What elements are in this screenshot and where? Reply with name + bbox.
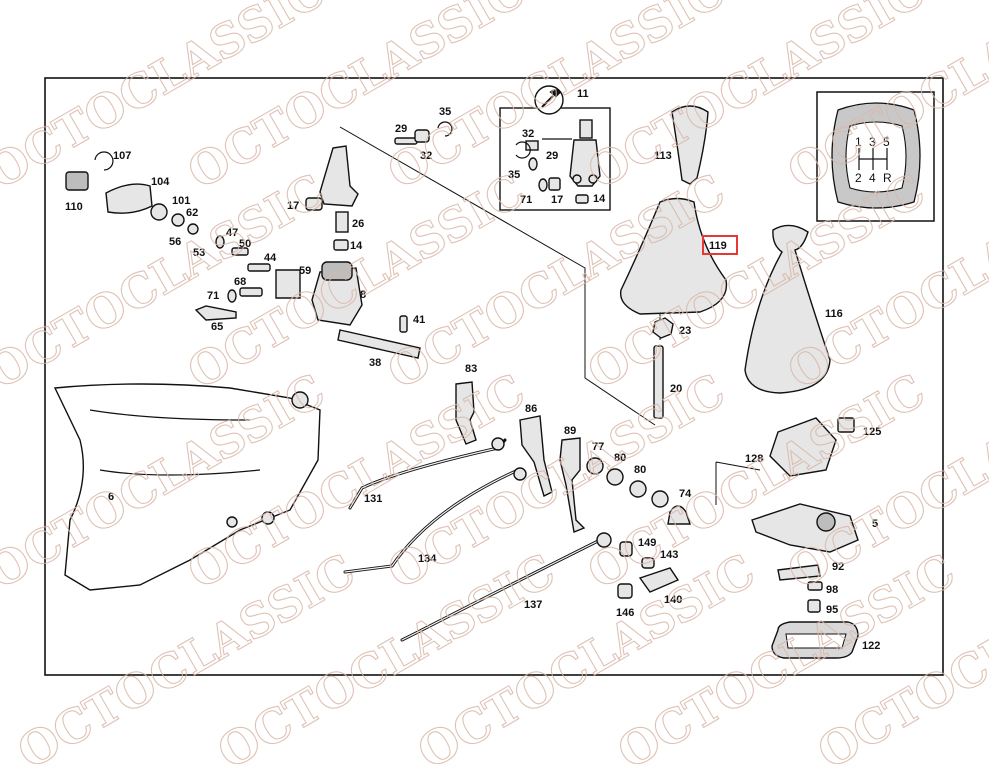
- callout-6: 6: [108, 491, 114, 503]
- callout-65: 65: [211, 321, 223, 333]
- callout-92: 92: [832, 561, 844, 573]
- part-upper-fork: [319, 145, 359, 207]
- callout-71: 71: [207, 290, 219, 302]
- callout-131: 131: [364, 493, 382, 505]
- callout-8: 8: [360, 289, 366, 301]
- callout-101: 101: [172, 195, 190, 207]
- shift-label-5: 5: [883, 135, 890, 149]
- callout-23: 23: [679, 325, 691, 337]
- repair-kit-inset: [499, 85, 611, 211]
- callout-14: 14: [350, 240, 363, 252]
- shift-label-2: 2: [855, 171, 862, 185]
- callout-140: 140: [664, 594, 682, 606]
- callout-113: 113: [654, 150, 672, 162]
- part-86-lever: [519, 415, 553, 498]
- callout-29: 29: [395, 123, 407, 135]
- part-83-lever: [455, 381, 477, 445]
- callout-38: 38: [369, 357, 381, 369]
- callout-89: 89: [564, 425, 576, 437]
- callout-86: 86: [525, 403, 537, 415]
- callout-47: 47: [226, 227, 238, 239]
- part-101-ring: [150, 203, 168, 221]
- callout-44: 44: [264, 252, 277, 264]
- callout-137: 137: [524, 599, 542, 611]
- callout-17: 17: [287, 200, 299, 212]
- part-110-sensor: [65, 171, 89, 191]
- part-20-stud: [653, 345, 664, 419]
- callout-74: 74: [679, 488, 692, 500]
- part-104-bracket: [105, 183, 153, 214]
- callout-116: 116: [825, 308, 843, 320]
- callout-68: 68: [234, 276, 246, 288]
- callout-56: 56: [169, 236, 181, 248]
- part-23-nut: [652, 317, 674, 339]
- shift-label-r: R: [883, 171, 892, 185]
- callout-53: 53: [193, 247, 205, 259]
- part-113-knob: [671, 105, 709, 185]
- shift-pattern-inset: 1 3 5 2 4 R: [816, 91, 935, 222]
- callout-labels: 11 35 29 32 32 29 35 71 17 14 113 119 11…: [65, 88, 881, 652]
- callout-20: 20: [670, 383, 682, 395]
- callout-26: 26: [352, 218, 364, 230]
- shift-label-4: 4: [869, 171, 876, 185]
- guide-line-lever: [715, 461, 761, 505]
- callout-62: 62: [186, 207, 198, 219]
- callout-71-kit: 71: [520, 194, 532, 206]
- callout-35: 35: [439, 106, 451, 118]
- callout-50: 50: [239, 238, 251, 250]
- callout-143: 143: [660, 549, 678, 561]
- callout-77: 77: [592, 441, 604, 453]
- callout-11: 11: [577, 88, 589, 100]
- callout-5: 5: [872, 518, 878, 530]
- callout-128: 128: [745, 453, 763, 465]
- callout-119: 119: [709, 240, 727, 252]
- part-38-shaft: [337, 329, 421, 359]
- callout-29-kit: 29: [546, 150, 558, 162]
- callout-80-upper: 80: [614, 452, 626, 464]
- callout-104: 104: [151, 176, 170, 188]
- shift-label-3: 3: [869, 135, 876, 149]
- part-116-boot: [744, 224, 831, 394]
- part-89-lever: [559, 437, 586, 533]
- callout-32-kit: 32: [522, 128, 534, 140]
- callout-14-kit: 14: [593, 193, 606, 205]
- callout-98: 98: [826, 584, 838, 596]
- callout-149: 149: [638, 537, 656, 549]
- callout-80-lower: 80: [634, 464, 646, 476]
- part-128-bracket: [769, 417, 837, 477]
- callout-95: 95: [826, 604, 838, 616]
- callout-107: 107: [113, 150, 131, 162]
- callout-110: 110: [65, 201, 83, 213]
- part-8-housing: [311, 267, 363, 326]
- callout-134: 134: [418, 553, 437, 565]
- callout-35-kit: 35: [508, 169, 520, 181]
- shift-label-1: 1: [855, 135, 862, 149]
- callout-17-kit: 17: [551, 194, 563, 206]
- callout-146: 146: [616, 607, 634, 619]
- callout-83: 83: [465, 363, 477, 375]
- highlight-box-119: [702, 235, 738, 255]
- part-65-bolt: [194, 305, 237, 321]
- callout-122: 122: [862, 640, 880, 652]
- callout-41: 41: [413, 314, 425, 326]
- callout-59: 59: [299, 265, 311, 277]
- part-59-block: [275, 269, 301, 299]
- callout-32: 32: [420, 150, 432, 162]
- transmission-outline: [53, 383, 321, 591]
- callout-125: 125: [863, 426, 881, 438]
- guide-line-linkage: [339, 126, 656, 426]
- part-107-clip: [94, 151, 114, 171]
- part-119-boot: [619, 197, 728, 315]
